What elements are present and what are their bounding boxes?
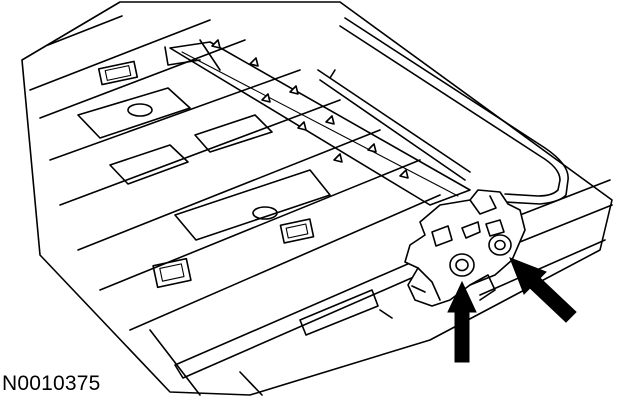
wiring-harness [317, 17, 569, 205]
seat-track-bolt-right [488, 234, 512, 256]
bolt-callout-arrow-vertical [447, 280, 477, 363]
floor-pan-recesses [77, 60, 331, 289]
track-retention-tabs [211, 39, 409, 179]
floor-pan [21, 1, 613, 396]
seat-track-latch-bracket [404, 189, 526, 307]
floor-pan-hole [127, 103, 153, 117]
figure-id-label: N0010375 [2, 372, 101, 395]
seat-track-rail [164, 39, 471, 206]
seat-track-bolt-left [449, 253, 475, 277]
bolt-callout-arrow-diagonal [509, 257, 577, 323]
floor-pan-hole [252, 206, 278, 220]
